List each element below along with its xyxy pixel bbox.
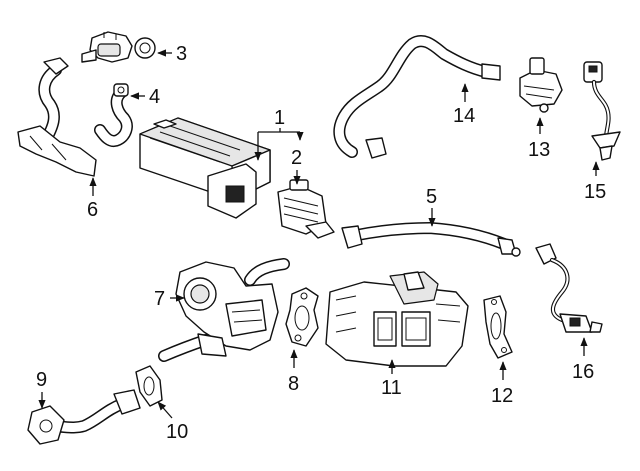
part-9-pipe[interactable] bbox=[27, 389, 141, 445]
part-3-valve[interactable] bbox=[81, 31, 156, 63]
callout-15: 15 bbox=[584, 181, 606, 203]
part-11-egr-cooler[interactable] bbox=[325, 271, 469, 367]
callout-10: 10 bbox=[166, 421, 188, 443]
part-8-gasket[interactable] bbox=[285, 287, 319, 347]
part-16-sensor[interactable] bbox=[535, 243, 603, 333]
part-2-valve[interactable] bbox=[277, 179, 335, 239]
callout-14: 14 bbox=[453, 105, 475, 127]
callout-3: 3 bbox=[176, 43, 187, 65]
callout-4: 4 bbox=[149, 86, 160, 108]
part-5-pipe[interactable] bbox=[341, 222, 521, 257]
part-13-actuator[interactable] bbox=[519, 57, 563, 113]
callout-11: 11 bbox=[381, 377, 402, 399]
callout-7: 7 bbox=[154, 288, 165, 310]
part-4-elbow-hose[interactable] bbox=[94, 83, 133, 147]
leader-lines bbox=[38, 49, 600, 419]
callout-2: 2 bbox=[291, 147, 302, 169]
part-15-sensor[interactable] bbox=[583, 61, 621, 161]
callout-1: 1 bbox=[274, 107, 285, 129]
part-12-gasket[interactable] bbox=[483, 295, 513, 359]
callout-13: 13 bbox=[528, 139, 550, 161]
callout-16: 16 bbox=[572, 361, 594, 383]
part-6-hose[interactable] bbox=[17, 57, 97, 177]
part-14-hose[interactable] bbox=[333, 35, 501, 159]
part-10-gasket[interactable] bbox=[135, 365, 163, 407]
part-1-canister[interactable] bbox=[139, 117, 271, 219]
callout-12: 12 bbox=[491, 385, 513, 407]
callout-9: 9 bbox=[36, 369, 47, 391]
callout-5: 5 bbox=[426, 186, 437, 208]
callout-6: 6 bbox=[87, 199, 98, 221]
callout-8: 8 bbox=[288, 373, 299, 395]
part-7-egr-valve[interactable] bbox=[158, 258, 290, 362]
callout-labels: 1 2 3 4 5 6 7 8 9 10 11 12 13 14 15 16 bbox=[36, 43, 606, 443]
